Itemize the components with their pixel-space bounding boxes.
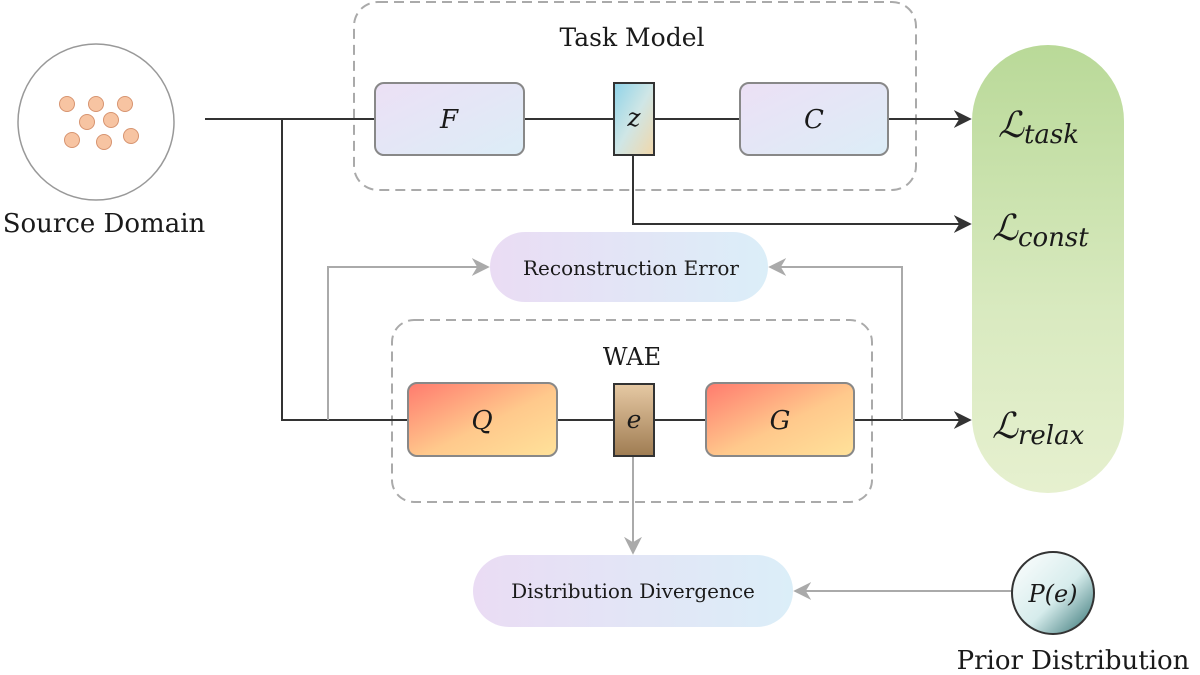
prior-distribution-symbol: P(e) — [1027, 580, 1077, 608]
prior-distribution-label: Prior Distribution — [957, 646, 1190, 675]
encoder-block — [407, 382, 558, 457]
latent-e-label: e — [627, 405, 642, 434]
particle — [117, 96, 133, 112]
reconstruction-error-label: Reconstruction Error — [523, 256, 739, 280]
dark-connectors — [205, 110, 972, 429]
particle — [79, 114, 95, 130]
feature-extractor-block — [374, 82, 525, 156]
particle — [96, 134, 112, 150]
source-domain-label: Source Domain — [3, 209, 206, 239]
const-loss: ℒconst — [992, 208, 1089, 253]
task-loss-subscript: task — [1024, 120, 1079, 150]
distribution-divergence-pill — [473, 555, 793, 627]
wae-title: WAE — [603, 343, 661, 371]
prior-distribution-circle — [1011, 551, 1095, 635]
distribution-divergence-label: Distribution Divergence — [511, 579, 755, 603]
relax-loss: ℒrelax — [992, 406, 1085, 451]
source-domain: Source Domain — [3, 43, 206, 239]
decoder-block — [705, 382, 855, 457]
particle — [59, 96, 75, 112]
relax-loss-symbol: ℒ — [992, 406, 1019, 447]
relax-loss-subscript: relax — [1018, 421, 1085, 451]
task-model-container — [353, 1, 917, 191]
task-loss: ℒtask — [998, 105, 1079, 150]
const-loss-symbol: ℒ — [992, 208, 1019, 249]
loss-panel — [972, 45, 1124, 493]
source-domain-circle — [17, 43, 175, 201]
latent-e-block — [613, 383, 655, 457]
classifier-block — [739, 82, 889, 156]
const-loss-subscript: const — [1018, 223, 1089, 253]
reconstruction-error-pill — [490, 232, 768, 302]
particle — [103, 112, 119, 128]
task-model-title: Task Model — [559, 23, 704, 52]
branch-to-wae-line — [281, 119, 408, 421]
source-particles — [59, 96, 139, 150]
particle — [88, 96, 104, 112]
input-to-reconstruction-arrow — [327, 258, 490, 420]
particle — [123, 128, 139, 144]
latent-z-label: z — [626, 103, 641, 132]
latent-z-block — [613, 82, 655, 156]
output-to-reconstruction-arrow — [768, 258, 903, 420]
encoder-label: Q — [471, 406, 492, 436]
task-loss-symbol: ℒ — [998, 105, 1025, 146]
z-to-const-loss-arrow — [632, 155, 972, 233]
wae-container — [391, 319, 873, 503]
feature-extractor-label: F — [439, 105, 459, 135]
decoder-label: G — [770, 406, 791, 436]
particle — [64, 132, 80, 148]
gray-connectors — [327, 258, 1012, 600]
classifier-label: C — [804, 105, 824, 135]
